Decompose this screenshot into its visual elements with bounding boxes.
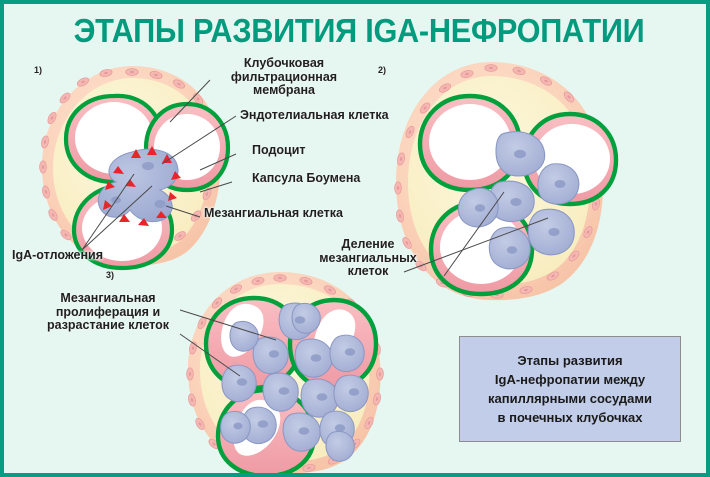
caption-line-1: Этапы развития — [517, 353, 623, 368]
diagram-stage-3 — [179, 272, 385, 473]
caption-line-4: в почечных клубочках — [497, 410, 643, 425]
page-title: ЭТАПЫ РАЗВИТИЯ IGA-НЕФРОПАТИИ — [73, 12, 645, 49]
label-mesangial-cell: Мезангиальная клетка — [204, 206, 343, 220]
stage-marker-2: 2) — [378, 65, 387, 75]
caption-line-3: капиллярными сосудами — [487, 391, 653, 406]
label-mesangial-proliferation: Мезангиальная пролиферация и разрастание… — [46, 291, 170, 332]
label-mesangial-division: Деление мезангиальных клеток — [319, 237, 417, 278]
label-iga-deposits: IgA-отложения — [12, 248, 104, 262]
label-bowman-capsule: Капсула Боумена — [252, 171, 361, 185]
stage-marker-1: 1) — [34, 65, 43, 75]
label-filtration-membrane: Клубочковая фильтрационная мембрана — [230, 56, 338, 97]
stage-marker-3: 3) — [106, 270, 115, 280]
caption-box: Этапы развития IgA-нефропатии между капи… — [459, 336, 681, 442]
label-podocyte: Подоцит — [252, 143, 306, 157]
caption-line-2: IgA-нефропатии между — [494, 372, 646, 387]
label-endothelial-cell: Эндотелиальная клетка — [240, 108, 389, 122]
